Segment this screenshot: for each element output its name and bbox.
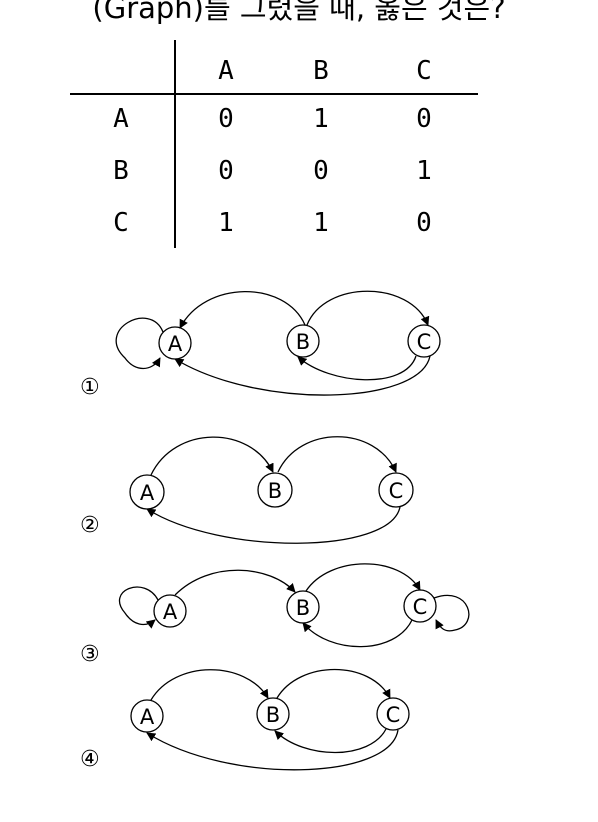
option-2-node-b-label: B [268,479,282,503]
matrix-vertical-divider [174,40,176,248]
option-4-node-c-label: C [386,703,401,727]
option-1-label[interactable]: ① [80,375,100,400]
option-4-edge-c-b [274,728,387,754]
option-2-edge-c-a [146,506,401,544]
option-4-node-c [376,697,410,731]
option-2-node-b [257,472,293,508]
col-header-b: B [313,56,329,86]
option-1-edge-c-a [174,355,431,396]
option-3-node-a-label: A [163,600,178,624]
option-1-node-a-label: A [168,332,183,356]
option-4-node-b [256,697,290,731]
cell-a-a: 0 [218,104,234,134]
cell-b-a: 0 [218,156,234,186]
matrix-horizontal-divider [70,93,478,95]
option-4-node-a [130,699,164,733]
option-1-node-c-label: C [417,330,432,354]
option-3-node-b-label: B [296,596,310,620]
option-1-graph [115,290,441,396]
cell-c-a: 1 [218,208,234,238]
option-2-graph [129,436,414,544]
col-header-a: A [218,56,234,86]
col-header-c: C [416,56,432,86]
option-3-label[interactable]: ③ [80,642,100,667]
option-4-edge-c-a [146,729,399,771]
cell-a-b: 1 [313,104,329,134]
option-4-edge-a-b [150,669,269,701]
option-4-node-a-label: A [140,705,155,729]
option-1-node-b-label: B [296,330,310,354]
option-3-edge-a-b [174,569,296,596]
option-3-edge-a-a [118,586,159,629]
option-3-node-c-label: C [413,595,428,619]
row-label-b: B [113,156,129,186]
option-3-edge-c-b [302,619,413,648]
option-3-edge-b-c [305,563,421,592]
question-text: (Graph)를 그렸을 때, 옳은 것은? [92,0,506,25]
cell-a-c: 0 [416,104,432,134]
option-2-node-c-label: C [389,479,404,503]
cell-b-b: 0 [313,156,329,186]
option-2-node-a-label: A [140,481,155,505]
row-label-a: A [113,104,129,134]
option-2-edge-a-b [150,436,274,476]
option-1-edge-a-a [115,317,164,370]
option-1-edge-b-a [179,290,306,329]
option-1-edge-b-c [306,290,430,326]
option-3-graph [118,563,470,648]
option-4-graph [130,669,410,771]
cell-c-b: 1 [313,208,329,238]
option-2-edge-b-c [277,436,397,473]
option-2-label[interactable]: ② [80,513,100,538]
option-4-edge-b-c [276,669,391,699]
option-4-node-b-label: B [266,703,280,727]
option-3-node-a [153,594,187,628]
option-1-edge-c-b [297,355,417,381]
option-2-node-c [378,472,414,508]
cell-b-c: 1 [416,156,432,186]
row-label-c: C [113,208,129,238]
option-3-edge-c-c [433,594,470,632]
cell-c-c: 0 [416,208,432,238]
option-4-label[interactable]: ④ [80,747,100,772]
adjacency-matrix: A B C A 0 1 0 B 0 0 1 C 1 1 0 [0,0,598,260]
